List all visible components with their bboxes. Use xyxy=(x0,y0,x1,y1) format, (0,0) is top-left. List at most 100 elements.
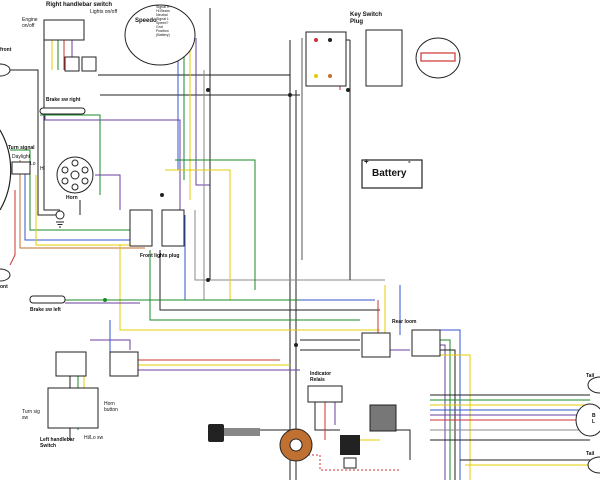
right-handlebar-switch-box xyxy=(43,19,85,41)
indicator-relais-box xyxy=(307,385,343,403)
junction-dot xyxy=(206,88,210,92)
junction-dot xyxy=(206,278,210,282)
front-indicator-bottom xyxy=(0,268,11,282)
tail-bottom-label: Tail xyxy=(586,451,595,457)
left-handlebar-switch-box xyxy=(47,387,99,429)
wire-purple-speedo xyxy=(195,38,210,186)
junction-dot xyxy=(160,193,164,197)
engine-on-off-label: Engine on/off xyxy=(22,17,38,29)
wire-tail-purple xyxy=(440,344,446,480)
regulator-unit xyxy=(369,404,397,432)
rear-loom-plug-b xyxy=(411,329,441,357)
key-switch-body xyxy=(365,29,403,87)
wire-reg-black xyxy=(395,429,411,460)
ignition-pickup xyxy=(208,424,224,442)
lo-label: Lo xyxy=(30,161,36,167)
hi-lo-sw-label: Hi/Lo sw xyxy=(84,435,104,441)
wire-fl-black xyxy=(159,250,380,311)
left-handlebar-switch-label: Left handlebar Switch xyxy=(40,437,75,449)
battery-label: Battery xyxy=(372,168,407,179)
wire-left-yellow xyxy=(35,175,138,246)
tail-top-label: Tail xyxy=(586,373,595,379)
wire-ind-black xyxy=(314,400,340,431)
tail-light-top xyxy=(587,376,600,394)
key-pin-brown xyxy=(328,74,332,78)
daylight-switch xyxy=(11,161,31,175)
wire-left-green xyxy=(10,149,140,231)
junction-dot xyxy=(294,343,298,347)
rh-plug-a xyxy=(64,56,80,72)
right-handlebar-switch-label: Right handlebar switch xyxy=(46,2,113,8)
speedo-pins-label: Signal R Hi Beam Neutral Signal L Speed?… xyxy=(156,5,170,37)
indicator-relais-label: Indicator Relais xyxy=(310,371,332,383)
wire-left-brown xyxy=(19,160,145,249)
left-handlebar-plug-b xyxy=(109,351,139,377)
rh-plug-b xyxy=(81,56,97,72)
key-pin-yellow xyxy=(314,74,318,78)
key-slot xyxy=(420,52,456,62)
horn-hole-1 xyxy=(71,159,79,167)
key-pin-red xyxy=(314,38,318,42)
wire-fl-green-2 xyxy=(175,159,256,290)
speedo-label: Speedo xyxy=(135,18,157,24)
fuse-holder xyxy=(343,457,357,469)
front-bottom-label: ont xyxy=(0,284,8,290)
wire-left-black xyxy=(10,69,60,216)
front-lights-plug-label: Front lights plug xyxy=(140,253,180,259)
front-indicator-top xyxy=(0,63,11,77)
front-lights-plug-a xyxy=(129,209,153,247)
headlight-outline xyxy=(0,129,12,211)
ground-node xyxy=(55,210,65,220)
wire-tail-yellow xyxy=(440,354,471,480)
horn-hole-2 xyxy=(81,166,89,174)
horn-center xyxy=(70,170,80,180)
wire-fl-blue xyxy=(184,215,375,301)
turn-signal-label: Turn signal xyxy=(8,145,35,151)
wire-fl-yellow-2 xyxy=(165,169,231,300)
hi-label: HI xyxy=(40,166,45,172)
rear-light-label: B L xyxy=(592,413,596,425)
horn-hole-4 xyxy=(71,183,79,191)
rear-loom-plug-a xyxy=(361,332,391,358)
junction-dot xyxy=(288,93,292,97)
cdi-unit xyxy=(340,435,360,455)
wire-top-black-2 xyxy=(98,74,291,90)
wire-left-blue xyxy=(24,165,130,241)
speedo-outline xyxy=(124,4,196,66)
junction-dot xyxy=(103,298,107,302)
lights-on-off-label: Lights on/off xyxy=(90,9,118,15)
rear-light-main xyxy=(575,403,600,437)
wire-left-red xyxy=(9,190,16,266)
horn-button-label: Horn button xyxy=(104,401,118,413)
wire-brake-green xyxy=(40,114,101,195)
key-switch-plug-label: Key Switch Plug xyxy=(350,12,383,25)
horn-hole-6 xyxy=(61,166,69,174)
brake-sw-right xyxy=(39,107,86,115)
wire-tail-black xyxy=(440,349,456,480)
wire-group xyxy=(9,8,590,480)
left-handlebar-plug xyxy=(55,351,87,377)
key-pin-black xyxy=(328,38,332,42)
stator-center xyxy=(289,438,303,452)
key-switch-plug xyxy=(305,31,347,87)
ignition-pickup-body xyxy=(224,428,260,436)
horn-hole-3 xyxy=(81,177,89,185)
wire-stator-dashed xyxy=(300,454,400,471)
battery-minus-label: - xyxy=(408,157,411,166)
junction-dot xyxy=(346,88,350,92)
horn-hole-5 xyxy=(61,177,69,185)
battery-body xyxy=(361,159,423,189)
ground-symbol xyxy=(56,221,64,228)
wire-horn-purple xyxy=(95,174,121,210)
tail-light-bottom xyxy=(587,456,600,474)
turn-sig-sw-label: Turn sig sw xyxy=(22,409,40,421)
brake-sw-right-label: Brake sw right xyxy=(46,97,81,103)
wire-fl-grey xyxy=(194,210,385,281)
daylight-label: Daylight xyxy=(12,154,31,160)
front-top-label: front xyxy=(0,47,12,53)
battery-plus-label: + xyxy=(364,157,369,166)
wire-lh-purple xyxy=(90,339,131,350)
wire-fl-green xyxy=(149,250,360,321)
